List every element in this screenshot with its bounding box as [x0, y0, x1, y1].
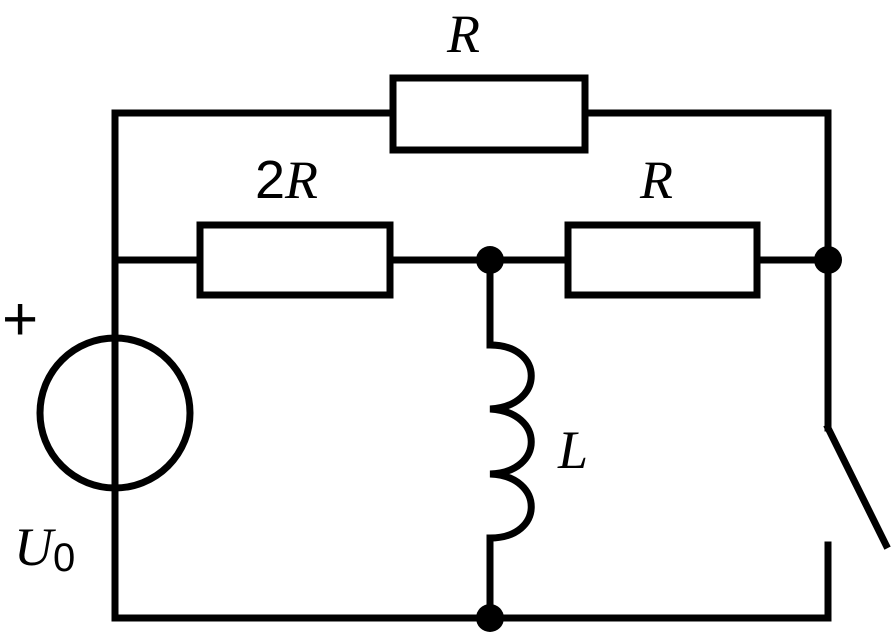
wires [111, 109, 832, 622]
resistor-right [564, 221, 761, 299]
label-source-sub: 0 [53, 536, 75, 580]
voltage-source [36, 334, 194, 492]
label-r-right: R [639, 150, 673, 210]
junction-dot-bottom [476, 604, 504, 632]
label-inductor: L [557, 420, 588, 480]
label-2r-sym: R [284, 150, 318, 210]
junction-dot-mid [476, 246, 504, 274]
inductor-coil [486, 341, 535, 542]
label-2r-coef: 2 [255, 150, 285, 210]
junction-dot-right [814, 246, 842, 274]
label-r-top: R [446, 4, 480, 64]
resistor-2r [196, 221, 394, 299]
label-2r: 2R [255, 150, 318, 210]
label-source-plus: + [2, 285, 38, 354]
label-source-sym: U [14, 517, 56, 577]
label-source: U0 [14, 517, 75, 580]
resistor-top [389, 74, 589, 154]
wire-top-branch [111, 109, 397, 622]
switch-blade [823, 423, 891, 550]
